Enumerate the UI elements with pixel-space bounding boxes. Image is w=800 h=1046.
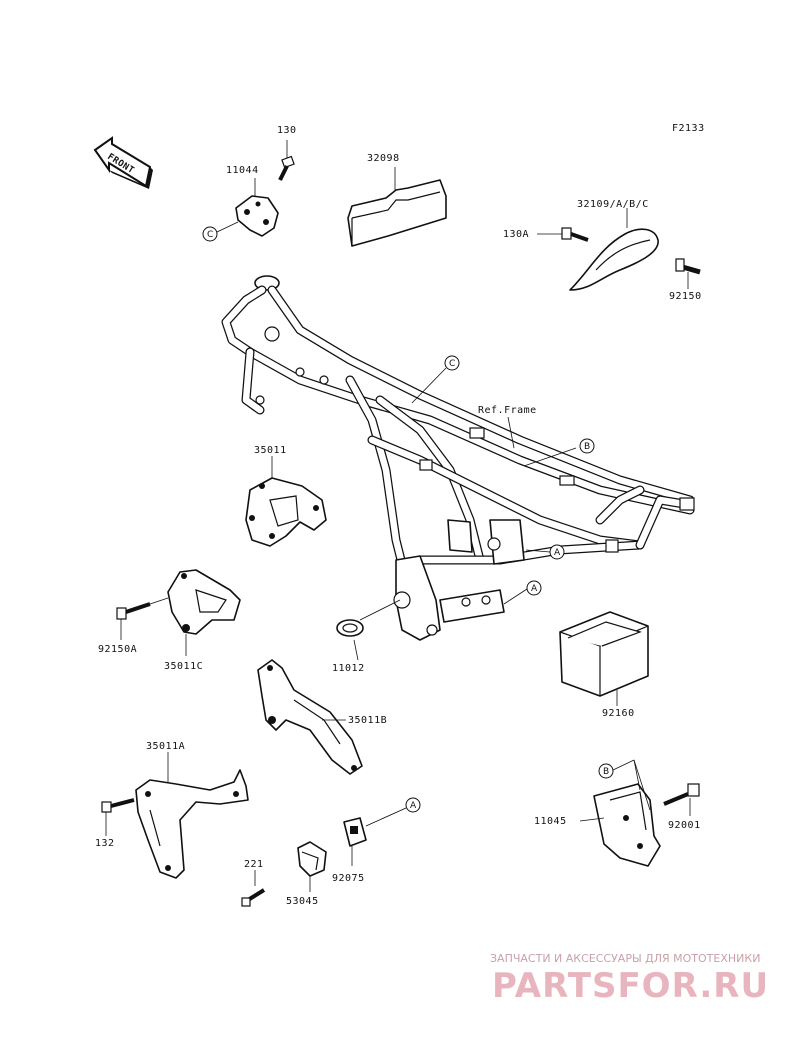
part-35011-bracket: [245, 456, 327, 547]
label-35011C: 35011C: [164, 661, 203, 672]
main-frame: [221, 275, 695, 641]
part-11012-grommet: [336, 599, 401, 661]
part-53045-clamp: [297, 841, 327, 892]
watermark-brand: PARTSFOR.RU: [492, 966, 769, 1006]
ref-frame: Ref.Frame: [478, 405, 537, 449]
label-221: 221: [244, 859, 264, 870]
label-92160: 92160: [602, 708, 635, 719]
label-35011A: 35011A: [146, 741, 185, 752]
figure-code: F2133: [672, 123, 705, 134]
ref-frame-label: Ref.Frame: [478, 405, 537, 416]
svg-text:A: A: [554, 548, 561, 558]
label-92075: 92075: [332, 873, 365, 884]
label-53045: 53045: [286, 896, 319, 907]
part-130-bolt: [278, 140, 295, 181]
label-11012: 11012: [332, 663, 365, 674]
svg-text:B: B: [603, 767, 609, 777]
svg-text:A: A: [410, 801, 417, 811]
part-92160-battery-case: [559, 611, 649, 706]
part-92001-bolt: [663, 783, 700, 816]
label-35011B: 35011B: [348, 715, 387, 726]
part-35011A-bracket: [135, 752, 249, 879]
label-92150A: 92150A: [98, 644, 137, 655]
part-35011C-bracket: [167, 569, 241, 656]
label-11044: 11044: [226, 165, 259, 176]
label-92001: 92001: [668, 820, 701, 831]
svg-text:A: A: [531, 584, 538, 594]
part-32098-cover: [347, 167, 447, 247]
callout-a-frame-1: A: [525, 544, 565, 560]
part-92150A-bolt: [116, 597, 169, 640]
label-130A: 130A: [503, 229, 529, 240]
label-32098: 32098: [367, 153, 400, 164]
part-11045-bracket: [579, 783, 661, 867]
callout-a-clip: A: [405, 797, 421, 813]
callout-b-frame: B: [523, 438, 595, 467]
label-132: 132: [95, 838, 115, 849]
label-35011: 35011: [254, 445, 287, 456]
svg-text:B: B: [584, 442, 590, 452]
label-11045: 11045: [534, 816, 567, 827]
label-32109: 32109/A/B/C: [577, 199, 649, 210]
callout-a-frame-2: A: [503, 580, 542, 605]
watermark-tagline: ЗАПЧАСТИ И АКСЕССУАРЫ ДЛЯ МОТОТЕХНИКИ: [490, 952, 760, 965]
front-arrow-icon: FRONT: [93, 136, 153, 189]
label-130: 130: [277, 125, 297, 136]
callout-b-bracket: B: [598, 759, 651, 811]
part-132-bolt: [101, 798, 135, 836]
part-35011B-bracket: [257, 659, 363, 775]
part-92075-clip: [343, 807, 407, 866]
callout-c-top: C: [202, 221, 239, 242]
label-92150: 92150: [669, 291, 702, 302]
part-92150-bolt: [675, 258, 701, 289]
callout-c-frame: C: [411, 355, 460, 404]
svg-text:C: C: [449, 359, 455, 369]
part-221-screw: [241, 870, 266, 907]
svg-text:C: C: [207, 230, 213, 240]
part-130A-bolt: [537, 227, 589, 242]
part-32109-side-cover: [569, 208, 659, 291]
part-11044-bracket: [235, 178, 279, 237]
